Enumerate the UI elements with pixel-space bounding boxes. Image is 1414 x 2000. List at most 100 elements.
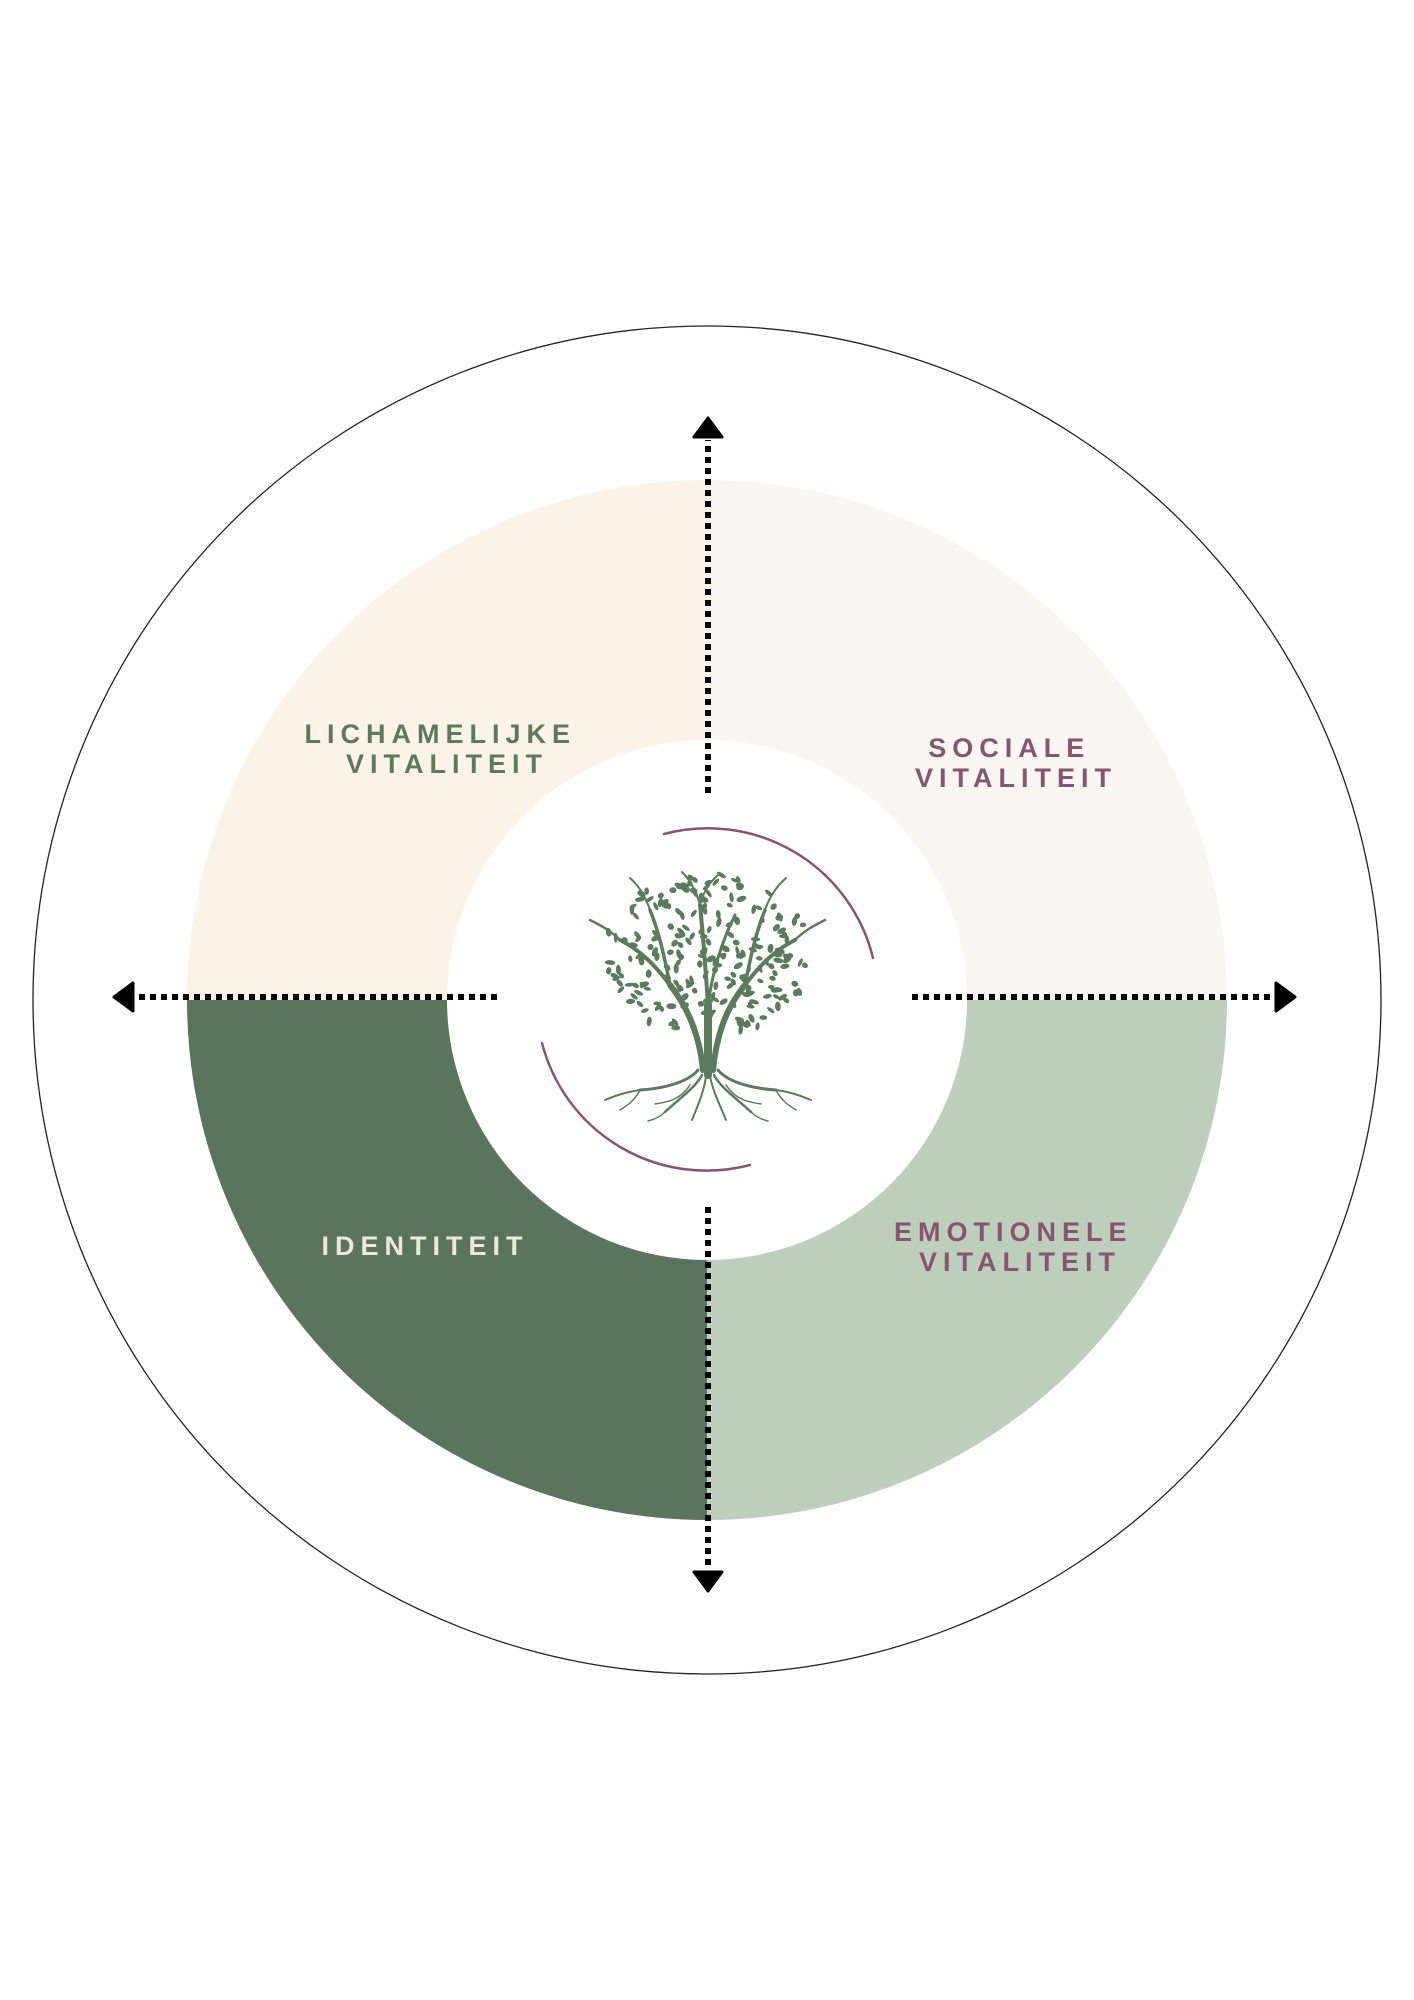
leaf <box>735 876 741 883</box>
leaf <box>657 898 664 908</box>
leaf <box>780 963 790 969</box>
leaf <box>726 902 733 908</box>
leaf <box>690 909 697 918</box>
leaf <box>733 962 743 970</box>
leaf <box>705 938 712 946</box>
leaf <box>726 982 734 989</box>
leaf <box>651 947 659 957</box>
leaf <box>632 912 639 920</box>
leaf <box>733 916 741 925</box>
leaf <box>777 927 786 935</box>
leaf <box>624 982 635 987</box>
leaf <box>797 958 803 967</box>
leaf <box>738 1025 744 1035</box>
leaf <box>731 877 738 883</box>
leaf <box>791 980 799 987</box>
leaf <box>751 904 757 915</box>
leaf <box>685 937 692 946</box>
label-lichamelijke-line1: LICHAMELIJKE <box>304 719 576 749</box>
leaf <box>730 971 737 978</box>
leaf <box>729 892 734 903</box>
leaf <box>746 1019 751 1027</box>
leaf <box>604 960 616 965</box>
quadrant-bottom-left <box>187 1000 707 1520</box>
leaf <box>717 871 726 879</box>
leaf <box>644 887 650 895</box>
leaf <box>745 990 755 996</box>
leaf <box>741 1021 749 1029</box>
quadrant-top-left <box>187 480 707 1000</box>
leaf <box>755 905 763 911</box>
arrow-up-icon <box>692 416 724 439</box>
leaf <box>746 1004 755 1009</box>
quadrant-bottom-right <box>707 1000 1227 1520</box>
leaf <box>768 963 775 970</box>
leaf <box>767 943 774 953</box>
leaf <box>734 1016 745 1023</box>
label-sociale-line2: VITALITEIT <box>915 763 1117 793</box>
leaf <box>682 924 690 932</box>
leaf <box>639 981 644 989</box>
leaf <box>653 902 659 911</box>
leaf <box>772 970 778 977</box>
leaf <box>767 1007 775 1014</box>
axes <box>136 440 1273 1568</box>
leaf <box>735 882 744 889</box>
leaf <box>669 887 677 894</box>
leaf <box>772 924 780 932</box>
leaf <box>667 949 674 955</box>
leaf <box>630 993 638 1000</box>
leaf <box>782 955 792 964</box>
accent-arc-top <box>662 827 875 960</box>
leaf <box>802 962 808 969</box>
label-identiteit: IDENTITEIT <box>322 1231 529 1261</box>
leaf <box>697 960 703 968</box>
leaf <box>732 939 740 946</box>
leaf <box>628 955 633 962</box>
leaf <box>654 1003 662 1011</box>
leaf <box>643 986 652 991</box>
label-emotionele-vitaliteit: EMOTIONELE VITALITEIT <box>894 1217 1146 1277</box>
leaf <box>691 987 698 994</box>
leaf <box>778 993 788 1001</box>
leaf <box>710 991 716 1000</box>
label-emotionele-line2: VITALITEIT <box>919 1247 1121 1277</box>
label-emotionele-line1: EMOTIONELE <box>894 1217 1133 1247</box>
leaf <box>634 989 644 996</box>
leaf <box>765 889 773 897</box>
leaf <box>767 984 775 989</box>
leaf <box>777 912 783 922</box>
leaf <box>678 954 685 961</box>
leaf <box>721 952 727 960</box>
label-identiteit-line1: IDENTITEIT <box>322 1231 529 1261</box>
leaf <box>716 917 722 927</box>
leaf <box>757 978 764 984</box>
leaf <box>706 926 712 934</box>
leaf <box>663 903 670 909</box>
leaf <box>646 1016 652 1027</box>
leaf <box>647 944 654 950</box>
leaf <box>773 987 783 993</box>
leaf <box>606 967 612 975</box>
leaf <box>635 936 642 942</box>
leaf <box>748 1013 755 1023</box>
leaf <box>796 987 803 996</box>
leaf <box>677 942 684 948</box>
leaf <box>673 979 679 986</box>
leaf <box>684 886 690 893</box>
leaf <box>720 885 728 891</box>
label-sociale-line1: SOCIALE <box>928 733 1090 763</box>
leaf <box>671 1025 681 1031</box>
leaf <box>666 1003 677 1010</box>
leaf <box>755 1022 760 1031</box>
leaf <box>634 896 646 902</box>
leaf <box>674 882 681 888</box>
label-sociale-vitaliteit: SOCIALE VITALITEIT <box>915 733 1117 793</box>
label-lichamelijke-line2: VITALITEIT <box>346 749 548 779</box>
leaf <box>617 986 625 994</box>
leaf <box>676 985 682 993</box>
leaf <box>705 888 712 898</box>
leaf <box>749 999 760 1005</box>
leaf <box>615 964 621 975</box>
